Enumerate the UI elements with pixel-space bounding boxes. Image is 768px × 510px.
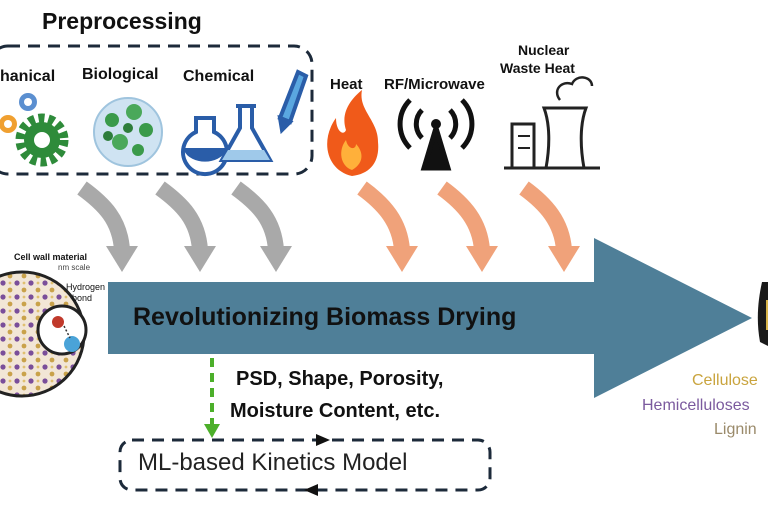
flame-icon: [327, 90, 378, 176]
preprocessing-arrows: [82, 188, 276, 250]
product-cellulose: Cellulose: [692, 372, 758, 390]
hydrogen-bond-label-2: bond: [72, 293, 92, 303]
product-illustration: [758, 282, 768, 346]
label-nuclear: Nuclear: [518, 42, 569, 58]
label-rf-microwave: RF/Microwave: [384, 76, 485, 93]
label-mechanical: hanical: [0, 68, 55, 86]
hydrogen-bond-label-1: Hydrogen: [66, 282, 105, 292]
label-biological: Biological: [82, 66, 158, 84]
cell-wall-scale: nm scale: [58, 263, 90, 272]
radio-tower-icon: [400, 100, 472, 168]
lab-flasks-icon: [183, 72, 306, 174]
label-chemical: Chemical: [183, 68, 254, 86]
product-lignin: Lignin: [714, 421, 757, 439]
ml-model-label: ML-based Kinetics Model: [138, 449, 407, 477]
features-line-1: PSD, Shape, Porosity,: [236, 368, 443, 391]
cell-wall-title: Cell wall material: [14, 252, 87, 262]
energy-arrows: [362, 188, 564, 250]
gears-icon: [0, 93, 64, 162]
preprocessing-title: Preprocessing: [42, 8, 202, 35]
biomass-cells-icon: [94, 98, 162, 166]
label-waste-heat: Waste Heat: [500, 60, 575, 76]
main-arrow-label: Revolutionizing Biomass Drying: [133, 303, 516, 332]
label-heat: Heat: [330, 76, 363, 93]
features-line-2: Moisture Content, etc.: [230, 400, 440, 423]
product-hemicelluloses: Hemicelluloses: [642, 397, 750, 415]
cooling-tower-icon: [504, 77, 600, 168]
